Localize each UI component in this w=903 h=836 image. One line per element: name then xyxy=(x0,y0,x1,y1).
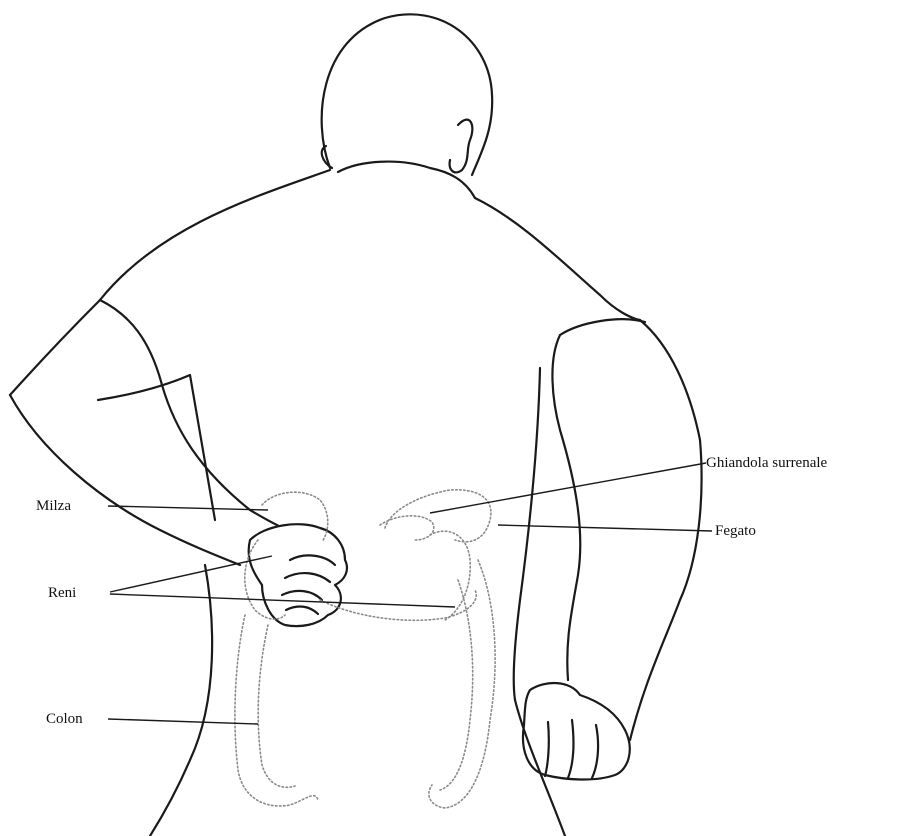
left-upper-arm xyxy=(10,300,240,565)
label-fegato: Fegato xyxy=(715,524,756,539)
ascending-colon xyxy=(235,615,318,806)
ghiandola-leader xyxy=(430,463,706,513)
head xyxy=(322,14,493,175)
ascending-colon-inner xyxy=(258,625,295,787)
left-sleeve-fold xyxy=(98,375,215,520)
neck xyxy=(338,162,475,198)
adrenal-organ xyxy=(380,516,434,540)
milza-leader xyxy=(108,506,268,510)
right-fist xyxy=(523,683,630,780)
fegato-leader xyxy=(498,525,712,531)
label-colon: Colon xyxy=(46,712,83,727)
label-milza: Milza xyxy=(36,499,71,514)
descending-colon-inner xyxy=(440,580,473,790)
label-ghiandola-surrenale: Ghiandola surrenale xyxy=(706,456,827,471)
descending-colon xyxy=(429,560,495,808)
label-reni: Reni xyxy=(48,586,76,601)
left-forearm xyxy=(162,385,300,535)
liver-organ xyxy=(385,490,491,542)
back-outline xyxy=(10,170,640,395)
right-inner-arm xyxy=(552,319,645,680)
reni-leader-1 xyxy=(110,556,272,592)
torso-left-side xyxy=(150,565,212,836)
right-ear xyxy=(450,120,473,173)
right-sleeve-edge xyxy=(514,368,540,700)
left-fist xyxy=(249,524,347,626)
